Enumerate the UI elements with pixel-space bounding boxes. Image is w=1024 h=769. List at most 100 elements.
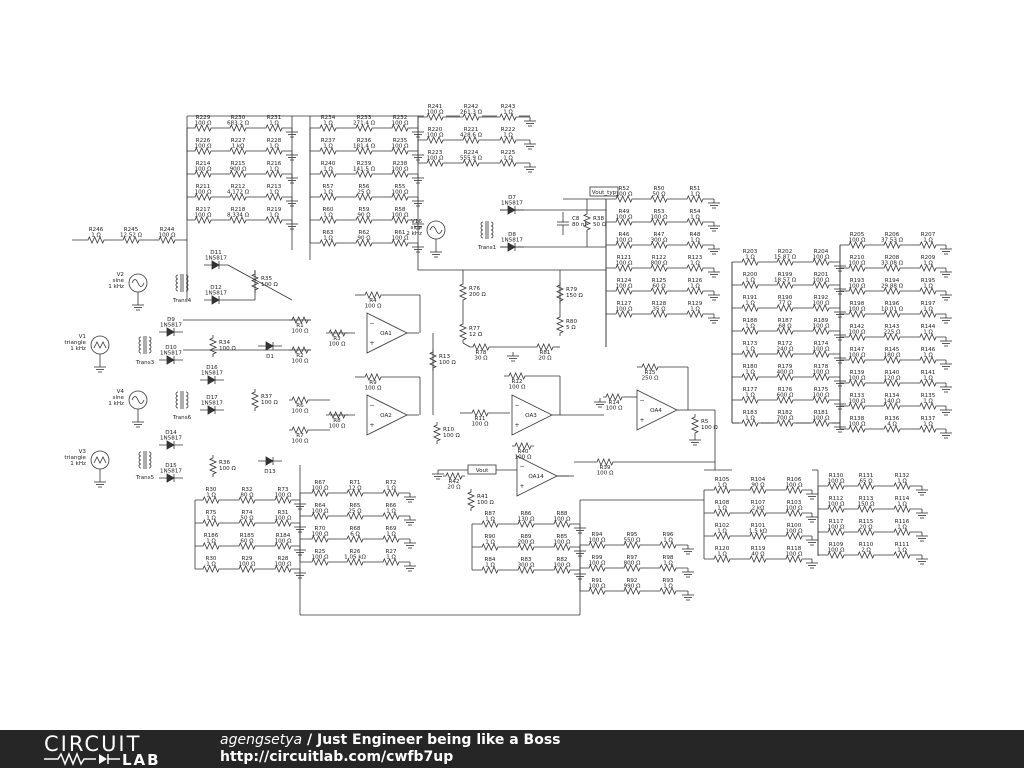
- resistor-R198: [846, 310, 868, 318]
- resistor-R220: [424, 136, 446, 144]
- resistor-R26-value: 1.05 kΩ: [344, 555, 366, 561]
- resistor-R124: [613, 287, 635, 295]
- resistor-R61: [389, 239, 411, 247]
- resistor-R233-name: R233: [357, 115, 372, 121]
- resistor-R42-value: 20 Ω: [447, 485, 461, 491]
- diode-part: 1N5817: [201, 401, 223, 407]
- resistor-R64-name: R64: [314, 503, 325, 509]
- ground-icon: [594, 398, 606, 408]
- resistor-R239-value: 141.5 Ω: [353, 167, 376, 173]
- resistor-R42-name: R42: [448, 479, 459, 485]
- resistor-R183-name: R183: [743, 410, 758, 416]
- resistor-R223-value: 100 Ω: [427, 156, 444, 162]
- resistor-R210-value: 100 Ω: [849, 261, 866, 267]
- resistor-R87: [479, 520, 501, 528]
- resistor-R101-name: R101: [751, 523, 766, 529]
- resistor-R40: [512, 442, 534, 450]
- ground-icon: [940, 291, 952, 301]
- resistor-R30-value: 1 Ω: [206, 562, 216, 568]
- resistor-R186-value: 1 Ω: [206, 539, 216, 545]
- diode-name: D1: [266, 354, 274, 360]
- resistor-R225: [497, 159, 519, 167]
- resistor-R87-name: R87: [484, 511, 495, 517]
- resistor-R188-name: R188: [743, 318, 758, 324]
- resistor-R1: [289, 316, 311, 324]
- resistor-R228-name: R228: [267, 138, 282, 144]
- resistor-R29: [236, 565, 258, 573]
- resistor-R108-name: R108: [715, 500, 730, 506]
- resistor-R107-name: R107: [751, 500, 766, 506]
- resistor-R32-name: R32: [241, 487, 252, 493]
- circuitlab-logo[interactable]: CIRCUIT LAB: [44, 732, 174, 769]
- resistor-R37-name: R37: [261, 394, 272, 400]
- diode-D12: [211, 295, 220, 305]
- resistor-R108-value: 1 Ω: [717, 506, 727, 512]
- resistor-R35-value: 100 Ω: [261, 282, 278, 288]
- resistor-R3: [326, 329, 348, 337]
- resistor-R57-name: R57: [322, 184, 333, 190]
- resistor-R209-value: 1 Ω: [923, 261, 933, 267]
- resistor-R35-name: R35: [261, 276, 272, 282]
- resistor-R222-value: 1 Ω: [503, 133, 513, 139]
- resistor-R86-value: 130 Ω: [518, 517, 535, 523]
- resistor-R233: [353, 124, 375, 132]
- components: [85, 113, 952, 601]
- resistor-R205-name: R205: [850, 232, 865, 238]
- resistor-R10-name: R10: [443, 427, 454, 433]
- resistor-R9-name: R9: [369, 380, 377, 386]
- resistor-R73-name: R73: [277, 487, 288, 493]
- resistor-R109-value: 100 Ω: [828, 548, 845, 554]
- resistor-R15-name: R15: [644, 370, 655, 376]
- ground-icon: [916, 532, 928, 542]
- transformer-Trans6: [175, 391, 189, 409]
- resistor-R203-value: 1 Ω: [745, 255, 755, 261]
- resistor-R115-value: 20 Ω: [859, 525, 873, 531]
- logo-resistor-icon: [44, 752, 120, 766]
- resistor-R10-value: 100 Ω: [443, 433, 460, 439]
- resistor-R74: [236, 519, 258, 527]
- resistor-R104: [747, 486, 769, 494]
- resistor-R25-value: 100 Ω: [312, 555, 329, 561]
- logo-bottom-text: LAB: [122, 751, 161, 769]
- resistor-R144: [917, 333, 939, 341]
- resistor-R97: [621, 564, 643, 572]
- diode-D13: [265, 456, 274, 466]
- author-link[interactable]: agengsetya: [220, 732, 303, 748]
- resistor-R14: [603, 393, 625, 401]
- resistor-R229: [192, 124, 214, 132]
- resistor-R178: [810, 373, 832, 381]
- resistor-R41-name: R41: [477, 494, 488, 500]
- resistor-R30: [200, 565, 222, 573]
- resistor-R2-name: R2: [296, 353, 303, 359]
- ground-icon: [507, 352, 519, 362]
- ground-icon: [940, 406, 952, 416]
- resistor-R62: [353, 239, 375, 247]
- resistor-R93-name: R93: [662, 578, 673, 584]
- resistor-R201: [810, 281, 832, 289]
- resistor-R207-name: R207: [921, 232, 936, 238]
- resistor-R216: [263, 170, 285, 178]
- resistor-R99-value: 100 Ω: [589, 561, 606, 567]
- resistor-R13: [429, 349, 437, 371]
- resistor-R58-name: R58: [394, 207, 405, 213]
- resistor-R175-value: 100 Ω: [813, 393, 830, 399]
- resistor-R112: [825, 505, 847, 513]
- opamp-name: OA3: [525, 413, 537, 419]
- resistor-R98-name: R98: [662, 555, 673, 561]
- resistor-R98: [657, 564, 679, 572]
- schematic-url[interactable]: http://circuitlab.com/cwfb7up: [220, 749, 454, 765]
- resistor-R246-name: R246: [89, 227, 104, 233]
- diode-part: 1N5817: [501, 201, 523, 207]
- resistor-R235: [389, 147, 411, 155]
- resistor-R212-name: R212: [231, 184, 246, 190]
- resistor-R85-value: 100 Ω: [554, 540, 571, 546]
- diode-part: 1N5817: [205, 256, 227, 262]
- resistor-R194: [881, 287, 903, 295]
- resistor-R219-name: R219: [267, 207, 282, 213]
- resistor-R224-value: 555.9 Ω: [460, 156, 483, 162]
- ground-icon: [132, 301, 144, 311]
- resistor-R118-value: 100 Ω: [786, 552, 803, 558]
- resistor-R195-value: 1 Ω: [923, 284, 933, 290]
- diode-name: D12: [210, 285, 221, 291]
